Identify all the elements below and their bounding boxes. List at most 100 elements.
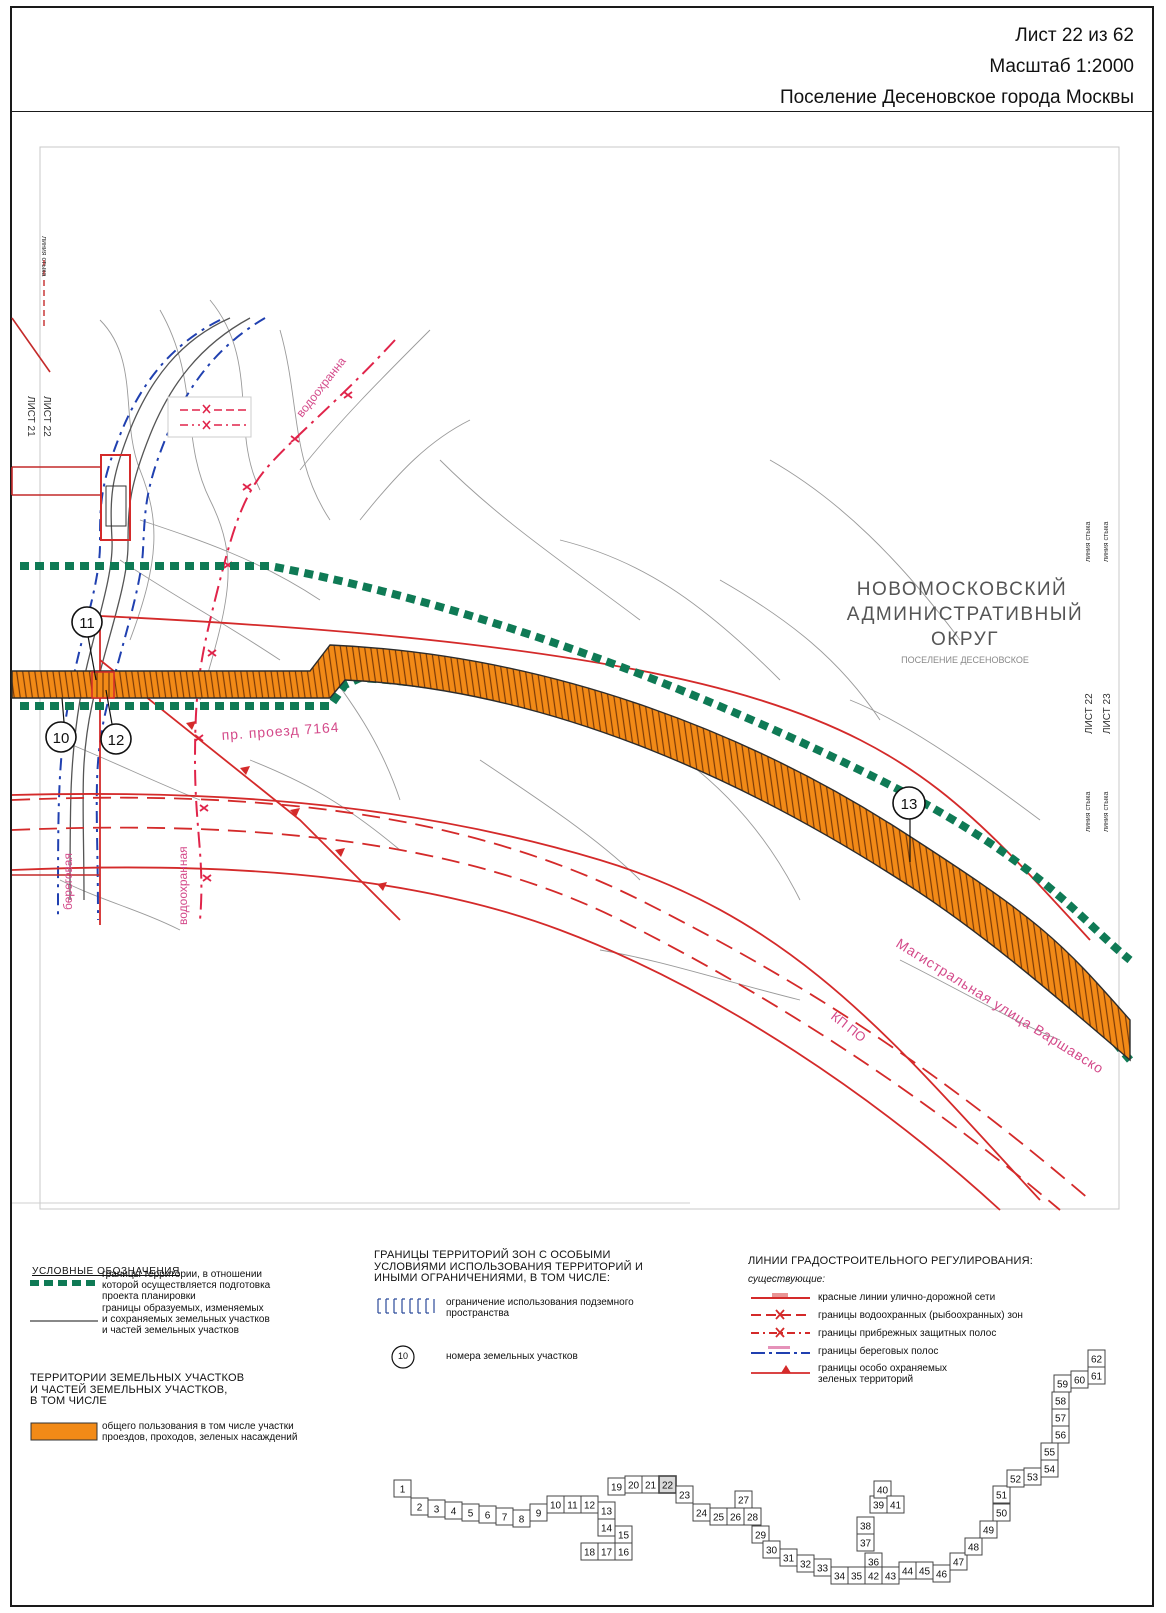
sheet-index-cell: 26 (726, 1507, 745, 1526)
parcel-number-12: 12 (108, 732, 125, 749)
sheet-index-cell: 20 (624, 1475, 643, 1494)
sheet-index-label: 9 (536, 1509, 542, 1520)
sheet-index-label: 55 (1044, 1448, 1056, 1459)
parcel-number-10: 10 (53, 730, 70, 747)
culvert-box (100, 454, 131, 541)
sheet-index-label: 35 (851, 1572, 863, 1583)
sheet-index-cell: 52 (1006, 1469, 1025, 1488)
sheet-index-cell: 62 (1087, 1349, 1106, 1368)
legend-zones-heading: ГРАНИЦЫ ТЕРРИТОРИЙ ЗОН С ОСОБЫМИ УСЛОВИЯ… (374, 1249, 644, 1284)
sheet-index-label: 52 (1010, 1475, 1022, 1486)
sheet-index-label: 53 (1027, 1473, 1039, 1484)
sheet-index-cell: 60 (1070, 1370, 1089, 1389)
sheet-index-label: 21 (645, 1481, 657, 1492)
joint-label-right-3: линия стыка (1085, 792, 1092, 832)
sheet-index-label: 27 (738, 1496, 750, 1507)
sheet-index-cell: 9 (529, 1503, 548, 1522)
sheet-index-label: 26 (730, 1513, 742, 1524)
sheet-index-label: 51 (996, 1491, 1008, 1502)
sheet-index-label: 6 (485, 1511, 491, 1522)
kp-po-lines (11, 796, 1091, 1211)
sheet-index-cell: 51 (992, 1485, 1011, 1504)
sheet-index-label: 4 (451, 1507, 457, 1518)
sheet-index-label: 31 (783, 1554, 795, 1565)
sheet-label-right-23: ЛИСТ 23 (1102, 693, 1113, 734)
legend-parcel-example: 10 (397, 1351, 408, 1361)
sheet-index-label: 44 (902, 1567, 914, 1578)
legend-green-areas-text: границы особо охраняемых зеленых террито… (818, 1363, 948, 1385)
sheet-label-right-22: ЛИСТ 22 (1084, 693, 1095, 734)
sheet-index-cell: 39 (869, 1495, 888, 1514)
parcel-marker-13: 13 (892, 786, 926, 862)
legend-coastal-belts-text: границы прибрежных защитных полос (818, 1328, 997, 1339)
sheet-label-left-22: ЛИСТ 22 (41, 396, 52, 437)
sheet-index-label: 50 (996, 1509, 1008, 1520)
culvert-crossing (91, 671, 115, 699)
legend-symbol-project-boundary (30, 1280, 98, 1286)
sheet-index-label: 25 (713, 1513, 725, 1524)
sheet-index-cell: 45 (915, 1561, 934, 1580)
sheet-index-cell: 2 (410, 1497, 429, 1516)
sheet-index-cell: 48 (964, 1537, 983, 1556)
sheet-index-label: 22 (662, 1481, 674, 1492)
sheet-index-cell: 13 (597, 1501, 616, 1520)
sheet-index-cell: 38 (856, 1516, 875, 1535)
left-red-lines (11, 317, 101, 876)
sheet-index-label: 7 (502, 1513, 508, 1524)
joint-label-right-1: линия стыка (1085, 522, 1092, 562)
sheet-index-cell: 47 (949, 1552, 968, 1571)
header-divider (12, 111, 1152, 112)
sheet-index-label: 41 (890, 1501, 902, 1512)
culvert-inner (105, 485, 127, 527)
joint-label-left: линия стыка (40, 236, 47, 276)
sheet-index-label: 58 (1055, 1397, 1067, 1408)
red-line-ticks (186, 721, 387, 891)
sheet-index-cell: 57 (1051, 1408, 1070, 1427)
district-line-2: АДМИНИСТРАТИВНЫЙ (847, 603, 1083, 625)
parcel-marker-12: 12 (100, 689, 132, 755)
legend-symbol-red-lines (751, 1293, 810, 1299)
sheet-index-label: 20 (628, 1481, 640, 1492)
shore-label: береговая (61, 853, 75, 910)
sheet-index-cell: 37 (856, 1533, 875, 1552)
joint-label-right-4: линия стыка (1103, 792, 1110, 832)
red-lines-road (11, 615, 1091, 1211)
sheet-index-label: 47 (953, 1558, 965, 1569)
sheet-index-cell: 11 (563, 1495, 582, 1514)
sheet-index-label: 3 (434, 1505, 440, 1516)
legend-symbol-shore-belts (751, 1346, 810, 1354)
parcel-marker-11: 11 (71, 606, 103, 681)
legend: УСЛОВНЫЕ ОБОЗНАЧЕНИЯ границы территории,… (12, 1238, 1152, 1606)
sheet-index-label: 29 (755, 1531, 767, 1542)
legend-existing: существующие: (748, 1274, 825, 1285)
sheet-index-cell: 16 (614, 1542, 633, 1561)
sheet-index-label: 46 (936, 1570, 948, 1581)
legend-parcel-boundary-text: границы образуемых, изменяемых и сохраня… (102, 1303, 270, 1336)
water-zone-marks (194, 391, 353, 882)
sheet-index-cell: 5 (461, 1503, 480, 1522)
parcel-number-13: 13 (901, 796, 918, 813)
terrain-contours (59, 299, 1061, 1041)
sheet-index-label: 14 (601, 1524, 613, 1535)
stream (69, 317, 251, 901)
sheet-index-cell: 22 (658, 1475, 677, 1494)
sheet-index-cell: 30 (762, 1540, 781, 1559)
sheet-index-label: 12 (584, 1501, 596, 1512)
sheet-index-cell: 28 (743, 1507, 762, 1526)
sheet-index-cell: 33 (813, 1558, 832, 1577)
sheet-index-cell: 24 (692, 1503, 711, 1522)
sheet-index-cell: 17 (597, 1542, 616, 1561)
sheet-index-label: 40 (877, 1486, 889, 1497)
legend-regulation-heading: ЛИНИИ ГРАДОСТРОИТЕЛЬНОГО РЕГУЛИРОВАНИЯ: (748, 1255, 1033, 1267)
shore-lines (57, 317, 266, 921)
sheet-index-label: 34 (834, 1572, 846, 1583)
sheet-label-left-21: ЛИСТ 21 (25, 396, 36, 437)
sheet-index-label: 36 (868, 1558, 880, 1569)
sheet-index-label: 32 (800, 1560, 812, 1571)
sheet-index-label: 23 (679, 1491, 691, 1502)
water-zone-boundary (193, 339, 396, 921)
settlement-small-label: ПОСЕЛЕНИЕ ДЕСЕНОВСКОЕ (901, 655, 1029, 665)
sheet-index-cell: 42 (864, 1566, 883, 1585)
sheet-index-cell: 41 (886, 1495, 905, 1514)
